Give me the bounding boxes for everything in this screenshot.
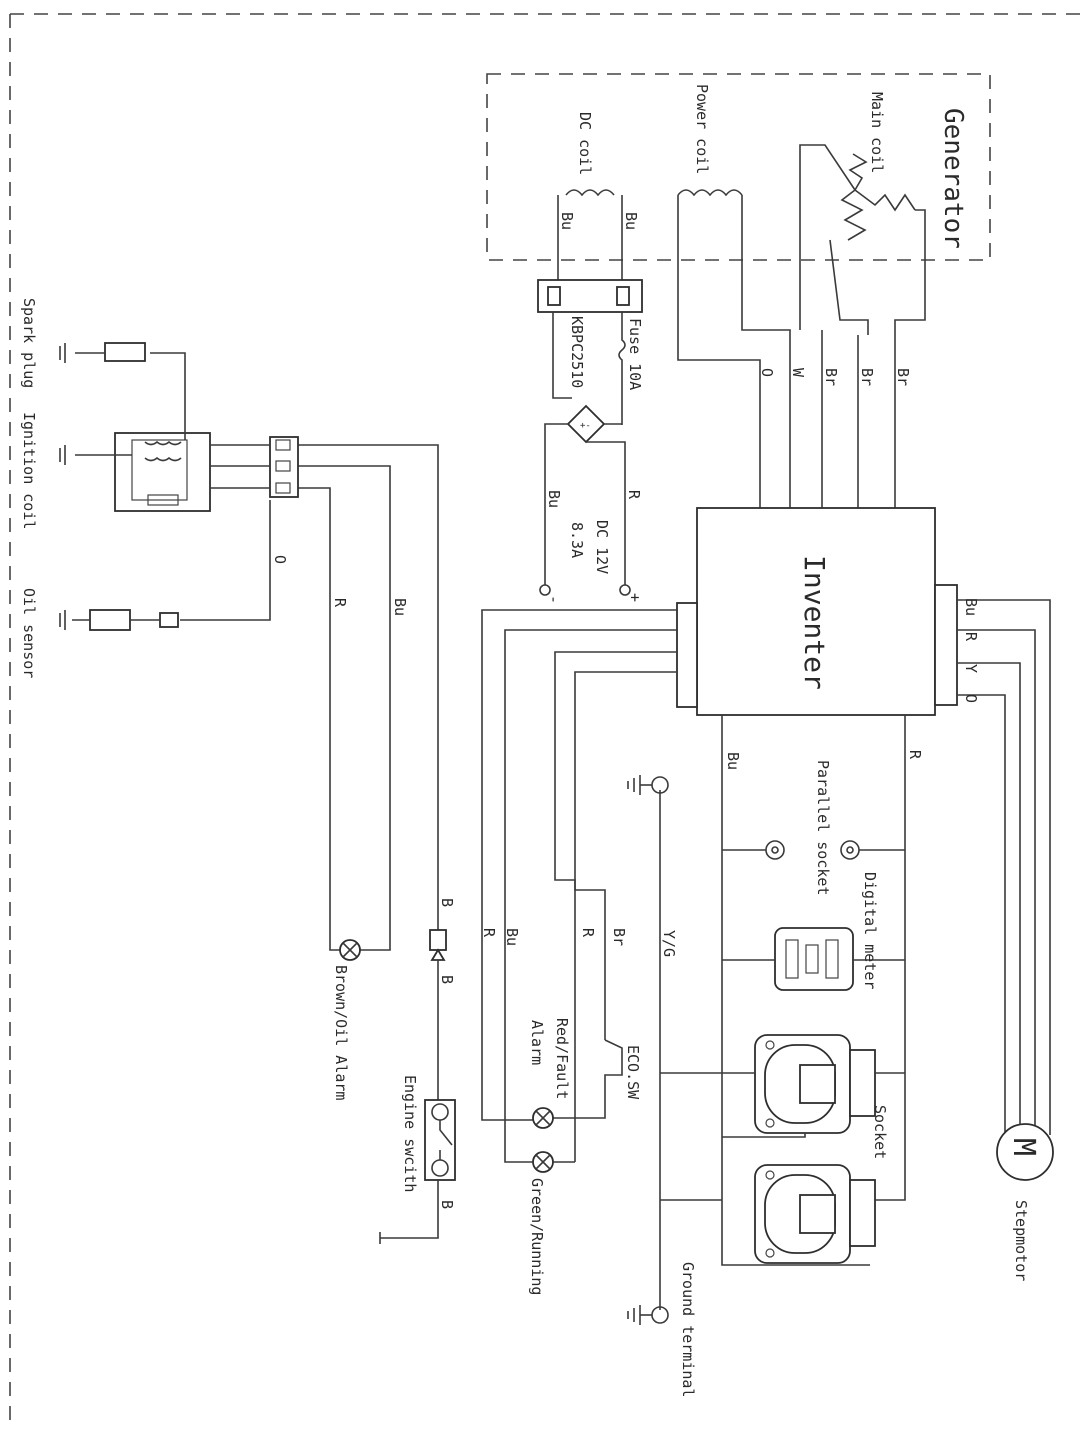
fuse-label: Fuse 10A bbox=[626, 318, 644, 390]
svg-text:M: M bbox=[1006, 1138, 1041, 1156]
br-label-1: Br bbox=[822, 368, 840, 386]
green-running-lamp bbox=[532, 1151, 554, 1173]
br-label-2: Br bbox=[858, 368, 876, 386]
bu-label-inv: Bu bbox=[962, 598, 980, 616]
fuse-icon bbox=[618, 312, 626, 425]
red-fault-label: Red/Fault bbox=[553, 1018, 571, 1099]
inverter-label: Inventer bbox=[798, 555, 831, 690]
dc-current-label: 8.3A bbox=[568, 522, 586, 558]
ground-terminal-label: Ground terminal bbox=[679, 1262, 697, 1397]
power-coil bbox=[677, 189, 791, 520]
red-fault-lamp bbox=[532, 1107, 554, 1129]
socket-1-icon[interactable] bbox=[754, 1034, 876, 1134]
r-label-inv: R bbox=[962, 632, 980, 642]
b-label-1: B bbox=[438, 898, 456, 907]
dc-output-label: DC 12V bbox=[593, 520, 611, 574]
engine-switch-icon[interactable] bbox=[424, 1099, 456, 1181]
oil-sensor-label: Oil sensor bbox=[20, 588, 38, 678]
spark-plug-icon bbox=[104, 342, 146, 362]
dc-coil-label: DC coil bbox=[576, 112, 594, 175]
dc-coil bbox=[557, 189, 623, 285]
stepmotor-icon: M bbox=[996, 1123, 1054, 1181]
svg-text:+-: +- bbox=[580, 421, 591, 431]
green-running-label: Green/Running bbox=[528, 1178, 546, 1295]
parallel-socket-label: Parallel socket bbox=[814, 760, 832, 895]
r-label-sig2: R bbox=[480, 928, 498, 938]
bridge-rectifier: +- bbox=[566, 404, 606, 444]
diode-icon bbox=[429, 929, 447, 961]
bu-label-left: Bu bbox=[391, 598, 409, 616]
plus-label: + bbox=[626, 593, 644, 602]
o-label-gen: O bbox=[758, 368, 776, 377]
brown-oil-label: Brown/Oil Alarm bbox=[332, 965, 350, 1100]
spark-plug-label: Spark plug bbox=[20, 298, 38, 388]
r-label-dc: R bbox=[625, 490, 643, 500]
engine-switch-label: Engine swcith bbox=[401, 1075, 419, 1192]
brown-oil-alarm-lamp bbox=[339, 939, 361, 961]
generator-label: Generator bbox=[938, 108, 968, 249]
w-label: W bbox=[789, 368, 807, 378]
o-label-left: O bbox=[271, 555, 289, 564]
socket-label: Socket bbox=[871, 1105, 889, 1159]
main-coil-label: Main coil bbox=[868, 92, 886, 173]
inverter-box bbox=[696, 507, 936, 716]
bu-label-dc: Bu bbox=[545, 490, 563, 508]
page-border bbox=[9, 13, 1080, 1420]
main-coil bbox=[799, 144, 926, 335]
bridge-label: KBPC2510 bbox=[568, 316, 586, 388]
r-label-bus: R bbox=[906, 750, 924, 760]
digital-meter-icon bbox=[722, 927, 905, 991]
parallel-socket-n[interactable] bbox=[840, 840, 860, 860]
bu-label-bus: Bu bbox=[724, 752, 742, 770]
br-label-3: Br bbox=[894, 368, 912, 386]
br-label-eco: Br bbox=[610, 928, 628, 946]
y-label-inv: Y bbox=[962, 664, 980, 673]
yg-label: Y/G bbox=[660, 930, 678, 957]
ground-symbol-2 bbox=[627, 1305, 652, 1325]
generator-box bbox=[486, 73, 991, 261]
stepmotor-label: Stepmotor bbox=[1012, 1200, 1030, 1281]
ground-symbol-1 bbox=[627, 775, 652, 795]
r-label-sig: R bbox=[579, 928, 597, 938]
b-label-3: B bbox=[438, 1200, 456, 1209]
r-label-left: R bbox=[331, 598, 349, 608]
parallel-socket-l[interactable] bbox=[765, 840, 785, 860]
b-label-2: B bbox=[438, 975, 456, 984]
eco-sw-label: ECO.SW bbox=[624, 1045, 642, 1100]
bu-label-1: Bu bbox=[558, 212, 576, 230]
alarm-label: Alarm bbox=[528, 1020, 546, 1065]
oil-sensor-icon bbox=[89, 609, 131, 631]
bu-label-sig: Bu bbox=[503, 928, 521, 946]
o-label-inv: O bbox=[962, 694, 980, 703]
power-coil-label: Power coil bbox=[693, 84, 711, 174]
socket-2-icon[interactable] bbox=[754, 1164, 876, 1264]
ignition-coil-icon bbox=[114, 432, 211, 512]
bu-label-2: Bu bbox=[622, 212, 640, 230]
digital-meter-label: Digital meter bbox=[861, 872, 879, 989]
ignition-coil-label: Ignition coil bbox=[20, 412, 38, 529]
minus-label: - bbox=[545, 595, 563, 604]
